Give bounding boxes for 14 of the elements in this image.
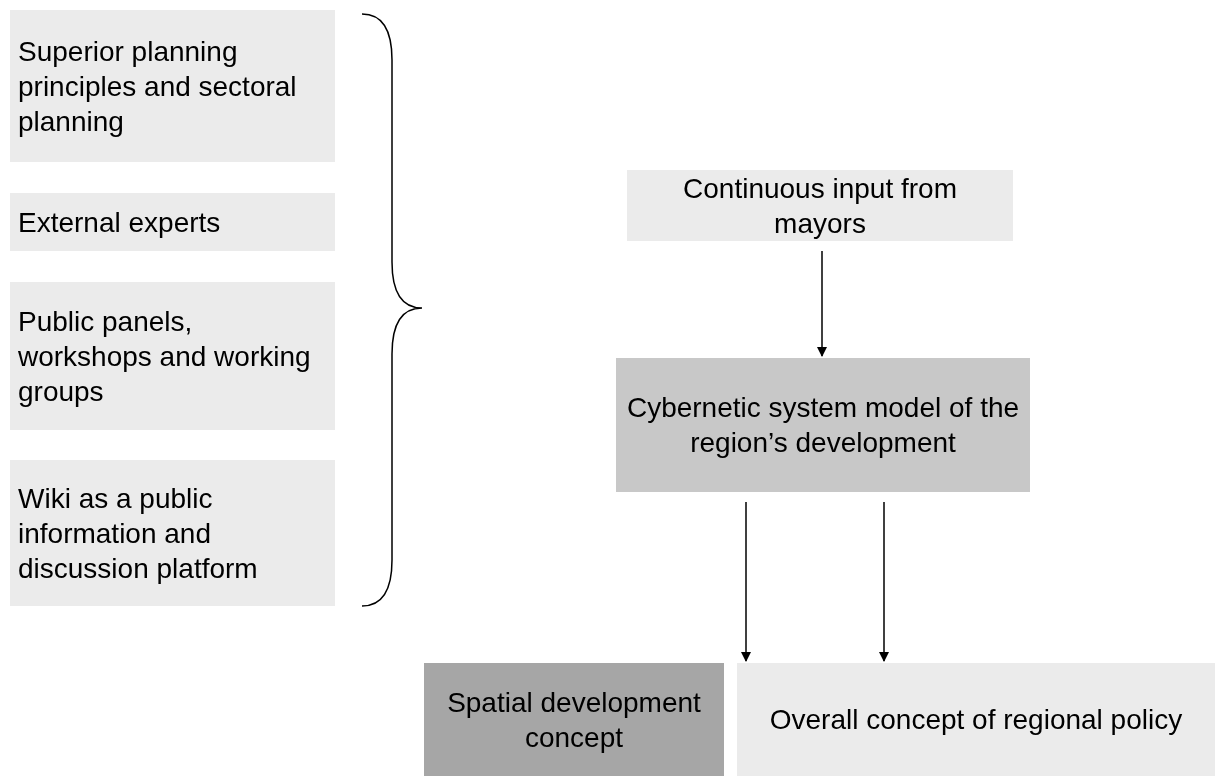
arrow xyxy=(879,501,889,662)
arrow xyxy=(817,250,827,357)
box-text: Overall concept of regional policy xyxy=(769,703,1183,737)
box-text: Cybernetic system model of the region’s development xyxy=(625,391,1021,460)
box-text: External experts xyxy=(18,205,221,240)
box-text: Public panels, workshops and working groups xyxy=(18,304,312,409)
box-text: Spatial development concept xyxy=(446,685,702,755)
box-text: Superior planning principles and sectoral planning xyxy=(18,34,298,139)
process-box xyxy=(616,358,1030,492)
process-box xyxy=(737,663,1215,776)
process-box xyxy=(424,663,724,776)
box-text: Wiki as a public information and discussion platform xyxy=(18,481,259,586)
box-text: Continuous input from mayors xyxy=(682,171,958,241)
arrow xyxy=(741,501,751,662)
